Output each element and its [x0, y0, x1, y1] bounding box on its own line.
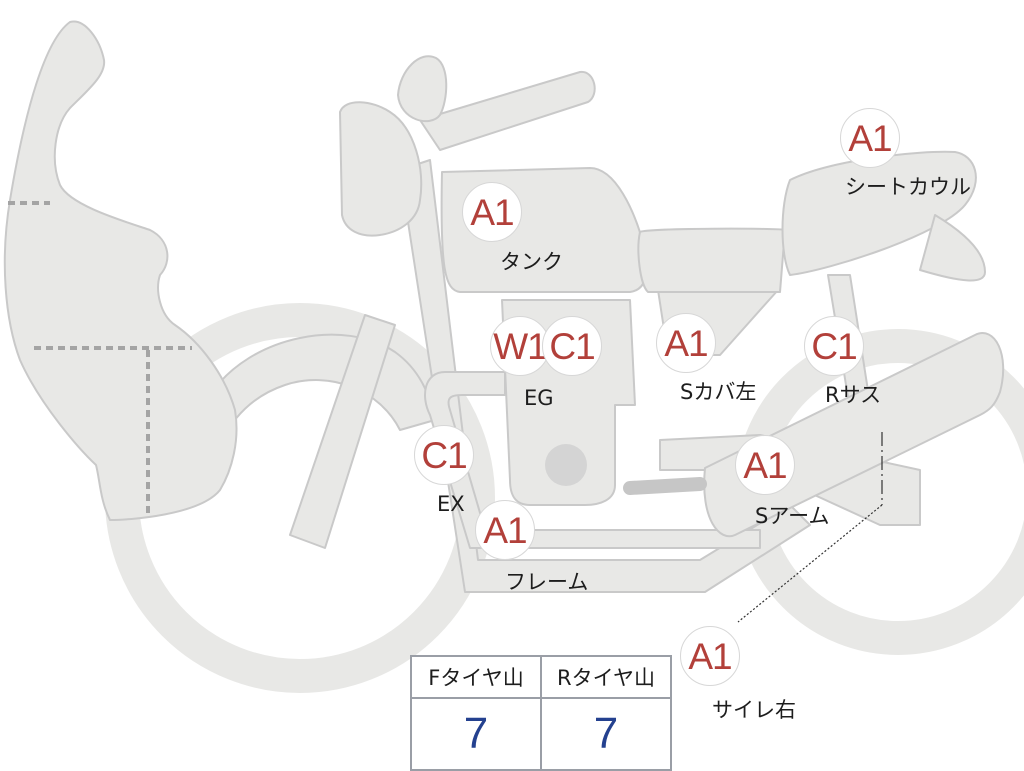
silencer-grade: A1 — [688, 635, 732, 677]
silencer-grade-badge: A1 — [680, 626, 740, 686]
front-tire-header: Fタイヤ山 — [410, 655, 542, 699]
side-cover-grade-badge: A1 — [656, 313, 716, 373]
eg-label: EG — [524, 386, 554, 410]
front-fork — [289, 314, 396, 549]
front-fairing — [3, 20, 238, 521]
tank-grade: A1 — [470, 191, 514, 233]
tank-grade-badge: A1 — [462, 182, 522, 242]
side-cover-grade: A1 — [664, 322, 708, 364]
front-tire-value: 7 — [410, 697, 542, 771]
rear-suspension-label: Rサス — [825, 383, 882, 407]
silencer-leader-line — [737, 504, 883, 623]
frame-label: フレーム — [505, 570, 589, 594]
headlight — [339, 101, 423, 237]
footpeg — [623, 477, 707, 495]
rear-tire-header: Rタイヤ山 — [540, 655, 672, 699]
exhaust-grade: C1 — [421, 434, 467, 476]
exhaust-grade-badge: C1 — [414, 425, 474, 485]
swingarm-label: Sアーム — [755, 504, 830, 528]
rear-tire-value: 7 — [540, 697, 672, 771]
frame-grade: A1 — [483, 509, 527, 551]
seat-cowl-label: シートカウル — [845, 175, 971, 199]
eg-grade-badge-1: W1 — [490, 316, 550, 376]
frame-upper — [419, 70, 596, 151]
eg-grade-badge-2: C1 — [542, 316, 602, 376]
side-cover-label: Sカバ左 — [680, 380, 757, 404]
seat — [637, 227, 786, 293]
frame-grade-badge: A1 — [475, 500, 535, 560]
rear-suspension-grade: C1 — [811, 325, 857, 367]
swingarm-grade: A1 — [743, 444, 787, 486]
tire-tread-table: Fタイヤ山 Rタイヤ山 7 7 — [410, 655, 672, 771]
tail-light — [919, 214, 986, 282]
seat-cowl-grade: A1 — [848, 117, 892, 159]
exhaust-label: EX — [437, 492, 465, 516]
tank-label: タンク — [500, 250, 563, 274]
seat-cowl-grade-badge: A1 — [840, 108, 900, 168]
engine-cover — [545, 444, 587, 486]
swingarm-grade-badge: A1 — [735, 435, 795, 495]
frame-rails — [399, 159, 811, 593]
mirror — [397, 55, 448, 123]
rear-suspension-grade-badge: C1 — [804, 316, 864, 376]
silencer-label: サイレ右 — [712, 698, 796, 722]
eg-grade-2: C1 — [549, 325, 595, 367]
eg-grade-1: W1 — [493, 325, 547, 367]
